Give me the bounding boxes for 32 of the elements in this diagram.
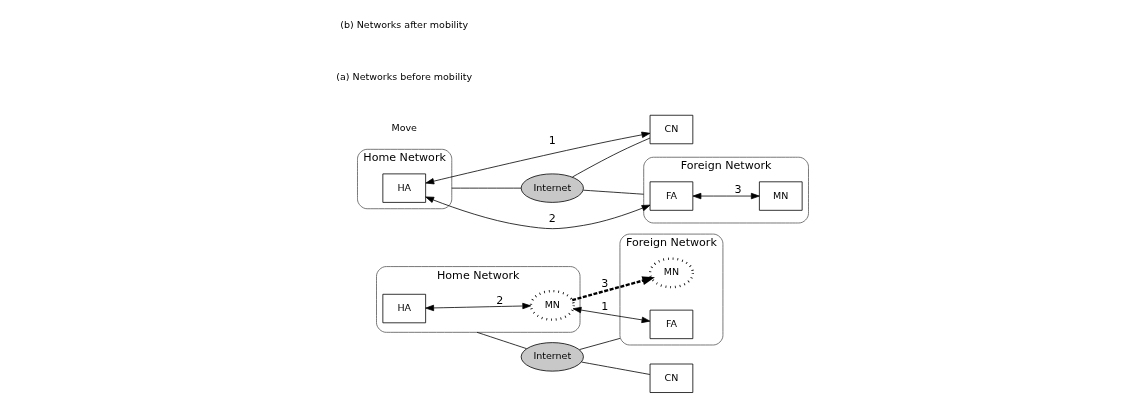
edge-label: 1 [601, 300, 609, 314]
node-ellipse: Internet [520, 342, 584, 372]
label: (a) Networks before mobility [336, 70, 473, 82]
node-ellipse: MN [529, 289, 575, 321]
node-box: HA [382, 173, 427, 203]
edge-label: 2 [548, 212, 556, 226]
arrow [692, 192, 760, 200]
arrow [425, 196, 651, 230]
connector [476, 331, 527, 350]
node-ellipse: MN [648, 257, 695, 289]
arrow [425, 302, 532, 312]
connector [451, 187, 522, 189]
edge-label: 1 [548, 133, 556, 147]
label: (b) Networks after mobility [340, 19, 469, 31]
arrow [572, 306, 651, 324]
edge-label: 3 [601, 277, 609, 291]
connector [581, 361, 651, 375]
arrow [425, 131, 651, 185]
edge-label: 2 [496, 293, 504, 307]
label: Move [391, 122, 417, 134]
node-box: CN [649, 363, 694, 393]
edge-label: 3 [734, 183, 742, 197]
node-box: FA [649, 309, 694, 340]
node-box: MN [759, 181, 803, 211]
node-box: FA [649, 181, 694, 211]
connector [579, 338, 621, 350]
node-box: CN [649, 114, 694, 145]
arrow [571, 276, 655, 302]
node-box: HA [382, 293, 427, 324]
connector [582, 189, 645, 195]
node-ellipse: Internet [520, 173, 584, 203]
connector [572, 137, 651, 178]
